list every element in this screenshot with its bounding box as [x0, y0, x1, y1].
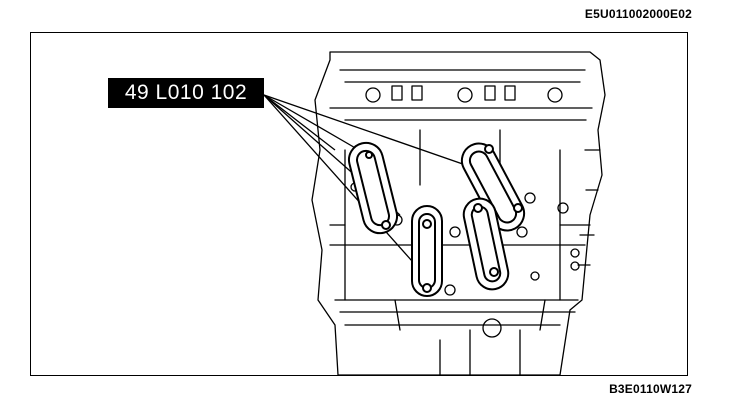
tool-strap-4 — [462, 197, 510, 291]
top-deck — [329, 69, 593, 109]
figure-code: B3E0110W127 — [609, 382, 692, 396]
tool-strap-2 — [411, 205, 443, 297]
tool-strap-3 — [460, 142, 526, 232]
special-tool-straps — [347, 141, 526, 297]
tool-strap-1 — [347, 141, 399, 235]
tool-number-callout: 49 L010 102 — [108, 78, 264, 108]
block-outline — [311, 51, 606, 376]
lower-skirt — [334, 299, 579, 326]
document-code: E5U011002000E02 — [584, 7, 692, 21]
leader-lines — [263, 94, 481, 271]
